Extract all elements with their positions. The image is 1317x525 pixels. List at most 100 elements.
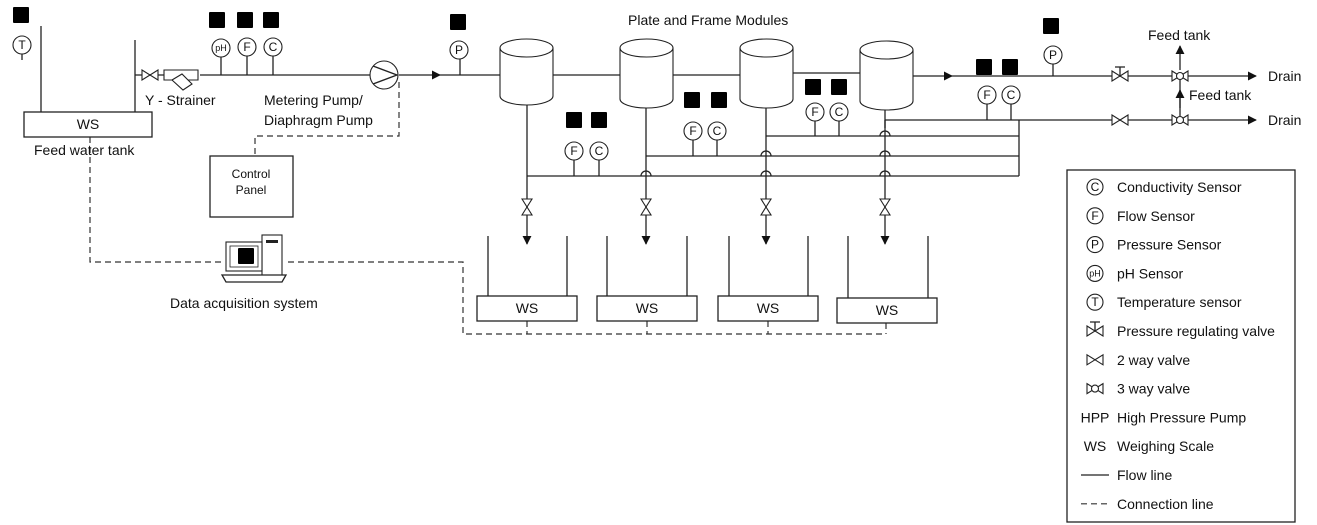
svg-text:pH: pH (215, 43, 227, 53)
weighing-scale-label: WS (516, 300, 539, 316)
flow-lines (40, 26, 1257, 298)
conductivity-sensor: C (707, 121, 727, 141)
svg-text:F: F (243, 40, 250, 54)
legend-item: Pressure regulating valve (1086, 321, 1275, 339)
legend-item-label: pH Sensor (1117, 265, 1183, 281)
wifi-icon (805, 79, 821, 95)
svg-text:C: C (269, 40, 278, 54)
weighing-scale-box (596, 295, 698, 322)
plate-frame-modules-label: Plate and Frame Modules (628, 12, 788, 28)
svg-text:T: T (18, 38, 26, 52)
svg-text:C: C (1007, 88, 1016, 102)
legend-item: HPP High Pressure Pump (1081, 409, 1247, 425)
legend-symbol-icon: C (1086, 178, 1104, 196)
svg-text:C: C (835, 105, 844, 119)
legend-item: T Temperature sensor (1086, 293, 1242, 311)
control-panel-label-line1: Control (232, 167, 271, 181)
legend-symbol-icon: P (1086, 236, 1104, 254)
drain-label: Drain (1268, 112, 1301, 128)
feed-water-tank-scale (23, 111, 153, 138)
svg-text:T: T (1091, 295, 1099, 309)
legend-item-label: Conductivity Sensor (1117, 179, 1242, 195)
wifi-icon (263, 12, 279, 28)
wifi-icon (450, 14, 466, 30)
svg-text:P: P (455, 43, 463, 57)
conductivity-sensor: C (589, 141, 609, 161)
svg-text:F: F (570, 144, 577, 158)
two-way-valve-icon (141, 69, 159, 81)
two-way-valve-icon (640, 198, 652, 216)
two-way-valve-icon (521, 198, 533, 216)
wifi-icon (591, 112, 607, 128)
flow-sensor: F (564, 141, 584, 161)
control-panel-box (209, 155, 294, 218)
feed-water-tank-label: Feed water tank (34, 142, 135, 158)
conductivity-sensor: C (1001, 85, 1021, 105)
drain-label: Drain (1268, 68, 1301, 84)
legend-symbol-icon: pH (1086, 264, 1104, 282)
connection-lines (89, 82, 887, 335)
svg-text:P: P (1091, 238, 1099, 252)
wifi-icon (566, 112, 582, 128)
svg-text:F: F (983, 88, 990, 102)
two-way-valve-icon (1086, 353, 1104, 366)
wifi-icon (237, 12, 253, 28)
legend-item: pH pH Sensor (1086, 264, 1183, 282)
wifi-icon (1002, 59, 1018, 75)
svg-text:C: C (595, 144, 604, 158)
computer-icon (220, 234, 288, 283)
svg-text:C: C (713, 124, 722, 138)
conductivity-sensor: C (263, 37, 283, 57)
metering-pump-label-line2: Diaphragm Pump (264, 112, 373, 128)
ph-sensor: pH (211, 38, 231, 58)
weighing-scale-box (717, 295, 819, 322)
plate-frame-module (499, 38, 554, 106)
temperature-sensor: T (12, 35, 32, 55)
svg-text:pH: pH (1089, 268, 1101, 278)
weighing-scale-box (836, 297, 938, 324)
three-way-valve-icon (1171, 114, 1189, 126)
legend-item-label: Flow Sensor (1117, 208, 1195, 224)
legend-item-label: Weighing Scale (1117, 438, 1214, 454)
flow-sensor: F (237, 37, 257, 57)
control-panel-label-line2: Panel (236, 183, 267, 197)
legend-item-label: Pressure regulating valve (1117, 323, 1275, 339)
three-way-valve-icon (1171, 70, 1189, 82)
legend-item-label: High Pressure Pump (1117, 409, 1246, 425)
legend-symbol-text: WS (1084, 438, 1107, 454)
pressure-regulating-valve-icon (1086, 321, 1104, 337)
weighing-scale-box (476, 295, 578, 322)
flow-sensor: F (805, 102, 825, 122)
wifi-icon (209, 12, 225, 28)
wifi-icon (13, 7, 29, 23)
legend-item-label: Pressure Sensor (1117, 237, 1222, 253)
legend-item-label: Connection line (1117, 496, 1214, 512)
feed-tank-label: Feed tank (1148, 27, 1211, 43)
legend-box (1066, 169, 1296, 523)
legend-item: P Pressure Sensor (1086, 236, 1222, 254)
line-crossovers (640, 130, 891, 177)
legend-item: 3 way valve (1086, 381, 1190, 397)
legend-item: F Flow Sensor (1086, 207, 1195, 225)
plate-frame-module (859, 40, 914, 111)
pressure-regulating-valve-icon (1111, 66, 1129, 82)
legend-item: 2 way valve (1086, 352, 1190, 368)
metering-pump-icon (369, 60, 399, 90)
legend-item-label: Temperature sensor (1117, 294, 1242, 310)
legend-item: Connection line (1081, 496, 1214, 512)
wifi-icon (684, 92, 700, 108)
weighing-scale-label: WS (876, 302, 899, 318)
plate-frame-module (619, 38, 674, 109)
legend-symbol-text: HPP (1081, 409, 1110, 425)
flow-sensor: F (683, 121, 703, 141)
svg-text:F: F (1091, 209, 1098, 223)
wifi-icon (238, 248, 254, 264)
legend-item-label: 2 way valve (1117, 352, 1190, 368)
plate-frame-module (739, 38, 794, 109)
y-strainer-label: Y - Strainer (145, 92, 216, 108)
svg-text:P: P (1049, 48, 1057, 62)
wifi-icon (976, 59, 992, 75)
legend-item: WS Weighing Scale (1084, 438, 1215, 454)
